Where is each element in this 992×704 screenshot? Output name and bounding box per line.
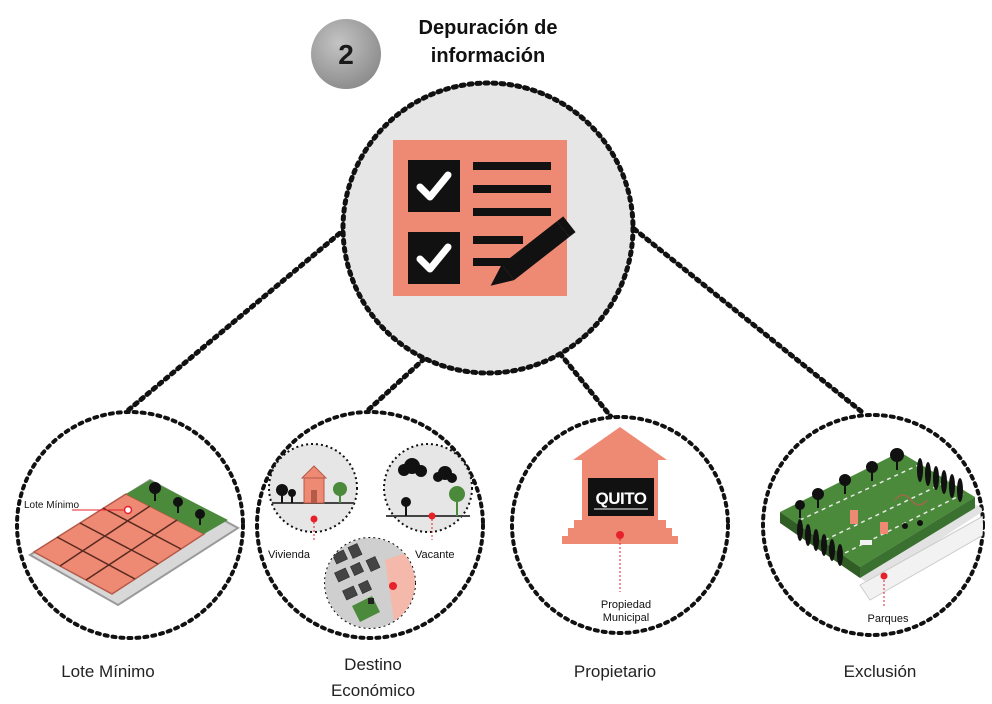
connector-exclusion — [625, 221, 865, 415]
step-number: 2 — [338, 39, 354, 70]
step-badge: 2 — [311, 19, 381, 89]
node-exclusion: Parques Exclusión — [761, 413, 985, 681]
tag-parques: Parques — [868, 613, 909, 625]
vivienda-thumbnail — [268, 443, 358, 540]
quito-logo: QUITO — [595, 489, 646, 508]
node-lote-minimo: Lote Mínimo Lote Mínimo — [15, 410, 245, 681]
connector-lote — [123, 215, 361, 415]
tag-vacante: Vacante — [415, 549, 455, 561]
checklist-pencil-icon — [393, 140, 576, 296]
tag-propiedad: Propiedad — [601, 599, 651, 611]
node-propietario: QUITO Propiedad Municipal Propietario — [510, 415, 730, 681]
vacante-thumbnail — [383, 443, 473, 540]
caption-destino-line1: Destino — [344, 655, 402, 674]
lot-illustration — [28, 478, 240, 607]
diagram-title-line1: Depuración de — [419, 17, 558, 39]
node-destino-economico: Vivienda Vacante — [255, 410, 485, 700]
caption-destino-line2: Económico — [331, 681, 415, 700]
municipal-building-icon: QUITO — [562, 427, 678, 592]
park-illustration — [780, 448, 983, 608]
tag-vivienda: Vivienda — [268, 549, 311, 561]
tag-municipal: Municipal — [603, 612, 649, 624]
caption-propietario: Propietario — [574, 662, 656, 681]
tag-lote-minimo: Lote Mínimo — [24, 500, 79, 511]
caption-lote-minimo: Lote Mínimo — [61, 662, 155, 681]
caption-exclusion: Exclusión — [844, 662, 917, 681]
central-circle — [340, 80, 636, 376]
diagram-title-line2: información — [431, 45, 545, 67]
